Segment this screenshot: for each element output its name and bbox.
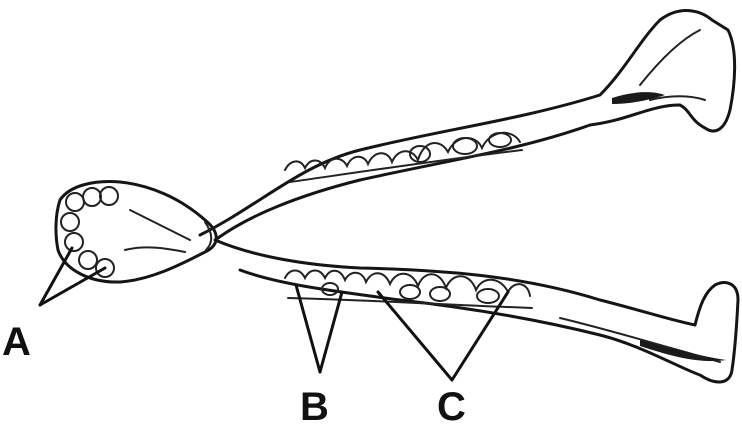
incisor-symphysis — [56, 182, 216, 282]
label-a: A — [2, 320, 31, 364]
label-b: B — [300, 385, 329, 427]
lower-mandible-branch — [215, 240, 738, 382]
label-c: C — [437, 385, 466, 427]
upper-mandible-branch — [200, 11, 735, 238]
